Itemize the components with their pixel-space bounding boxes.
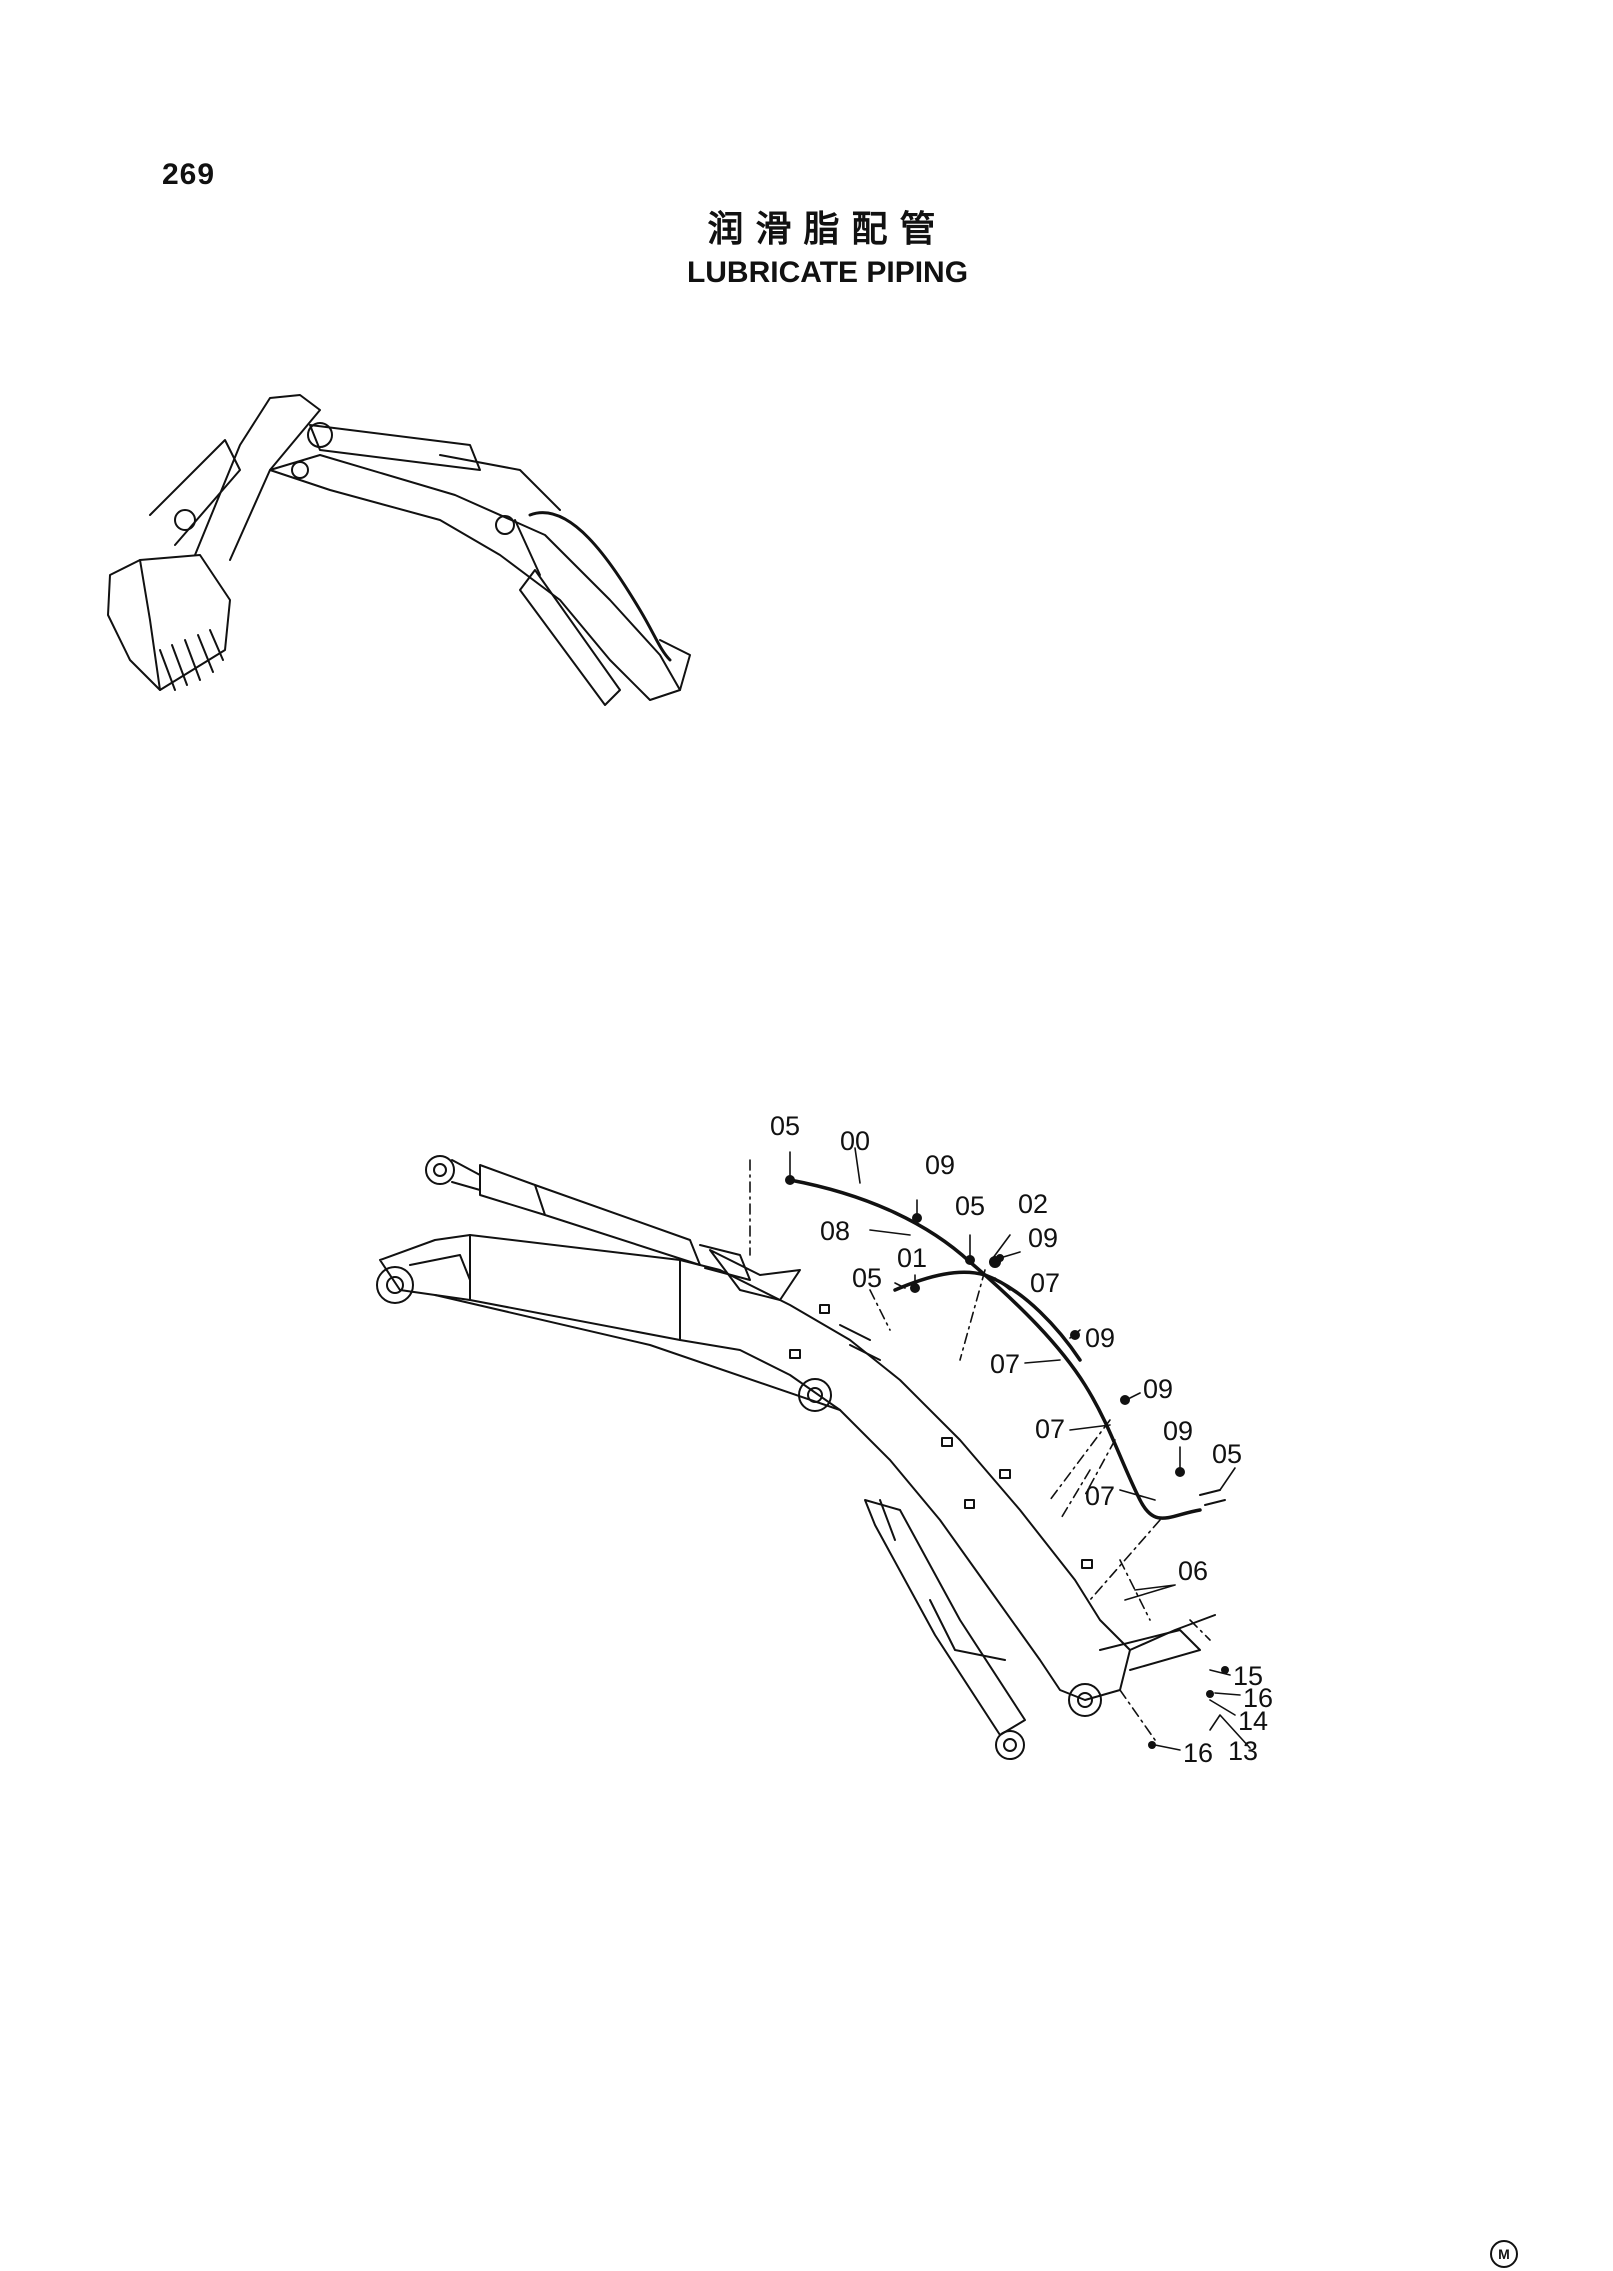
callout-16: 16 — [1243, 1683, 1273, 1713]
callout-09: 09 — [1028, 1223, 1058, 1253]
lube-pipe — [788, 1178, 1226, 1520]
callout-09: 09 — [1163, 1416, 1193, 1446]
callout-01: 01 — [897, 1243, 927, 1273]
corner-mark: M — [1490, 2240, 1518, 2268]
callout-05: 05 — [852, 1263, 882, 1293]
callout-16: 16 — [1183, 1738, 1213, 1768]
callout-08: 08 — [820, 1216, 850, 1246]
callout-09: 09 — [925, 1150, 955, 1180]
callout-15: 15 — [1233, 1661, 1263, 1691]
callout-05: 05 — [955, 1191, 985, 1221]
callout-00: 00 — [840, 1126, 870, 1156]
callout-09: 09 — [1085, 1323, 1115, 1353]
callout-14: 14 — [1238, 1706, 1268, 1736]
callout-labels: 05 00 09 05 02 08 09 01 05 07 09 07 09 0… — [770, 1111, 1273, 1768]
boom-assembly — [376, 1155, 1216, 1760]
page-number: 269 — [162, 158, 216, 191]
callout-13: 13 — [1228, 1736, 1258, 1766]
callout-07: 07 — [1035, 1414, 1065, 1444]
fittings — [785, 1175, 1229, 1749]
callout-05: 05 — [1212, 1439, 1242, 1469]
leader-lines — [789, 1147, 1251, 1751]
callout-06: 06 — [1178, 1556, 1208, 1586]
callout-05: 05 — [770, 1111, 800, 1141]
callout-07: 07 — [1030, 1268, 1060, 1298]
reference-lines — [749, 1159, 1211, 1741]
title-chinese: 润滑脂配管 — [707, 209, 948, 250]
callout-07: 07 — [990, 1349, 1020, 1379]
callout-09: 09 — [1143, 1374, 1173, 1404]
callout-07: 07 — [1085, 1481, 1115, 1511]
title-english: LUBRICATE PIPING — [686, 256, 969, 289]
callout-02: 02 — [1018, 1189, 1048, 1219]
overview-drawing — [107, 394, 691, 706]
